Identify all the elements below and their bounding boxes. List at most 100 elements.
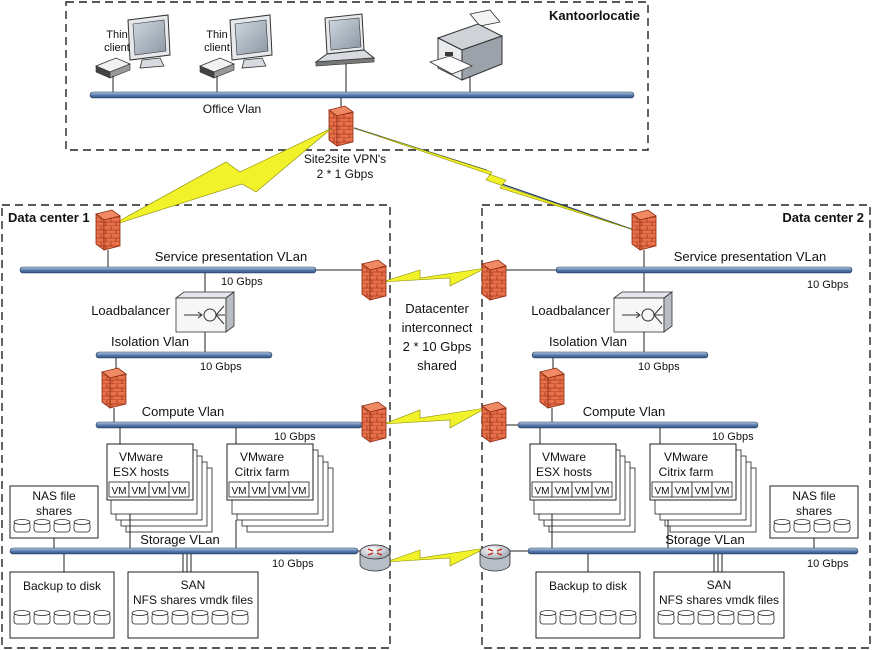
datacenter-1: Service presentation VLan 10 Gbps Loadba…: [9, 209, 391, 639]
dc1-esx-hosts: VMware ESX hosts VM VM VM VM: [106, 428, 213, 548]
dc1-edge-firewall-icon: [95, 209, 121, 251]
dc1-interconnect-firewall-icon: [361, 259, 387, 301]
interconnect-line3: 2 * 10 Gbps: [403, 339, 472, 354]
office-vlan-bar: [89, 91, 635, 99]
vpn-label-line1: Site2site VPN's: [304, 152, 386, 166]
interconnect-line1: Datacenter: [405, 301, 469, 316]
dc2-storage-vlan-speed: 10 Gbps: [807, 558, 849, 570]
dc2-esx-hosts: VMware ESX hosts VM VM VM VM: [529, 428, 636, 548]
datacenter-2: Service presentation VLan 10 Gbps Loadba…: [479, 209, 859, 639]
office-firewall-icon: [328, 105, 354, 147]
vm-label: VM: [535, 486, 550, 497]
dc2-san: SAN NFS shares vmdk files: [653, 554, 785, 639]
office-boundary: [65, 1, 649, 151]
laptop-icon: [314, 13, 376, 67]
dc1-esx-label-1: VMware: [119, 450, 163, 464]
dc1-compute-vlan-label: Compute Vlan: [142, 404, 224, 419]
dc2-citrix-label-1: VMware: [664, 450, 708, 464]
dc1-esx-vm-row: VM VM VM VM: [108, 481, 190, 498]
dc1-storage-vlan-speed: 10 Gbps: [272, 558, 314, 570]
disk-icons: [13, 519, 91, 533]
dc1-nas: NAS file shares: [9, 485, 99, 548]
office-title: Kantoorlocatie: [549, 8, 640, 23]
dc2-backup-label: Backup to disk: [549, 579, 628, 593]
dc1-backup: Backup to disk: [9, 554, 115, 639]
vm-label: VM: [172, 486, 187, 497]
dc1-internal-firewall-icon: [101, 367, 127, 409]
interconnect-line4: shared: [417, 358, 457, 373]
dc2-backup: Backup to disk: [535, 554, 641, 639]
dc2-interconnect-firewall-icon: [481, 259, 507, 301]
dc1-interconnect-firewall-2-icon: [361, 401, 387, 443]
vm-label: VM: [695, 486, 710, 497]
dc2-storage-vlan-label: Storage VLan: [665, 532, 745, 547]
dc1-san-label-1: SAN: [181, 578, 206, 592]
vm-label: VM: [292, 486, 307, 497]
vm-label: VM: [252, 486, 267, 497]
interconnect-line2: interconnect: [402, 320, 473, 335]
office-vlan-label: Office Vlan: [203, 102, 261, 116]
dc1-loadbalancer-icon: [174, 291, 236, 333]
vm-label: VM: [232, 486, 247, 497]
dc2-san-label-2: NFS shares vmdk files: [659, 593, 779, 607]
dc2-nas-label-2: shares: [796, 504, 832, 518]
dc2-storage-vlan-bar: [527, 547, 859, 555]
vm-label: VM: [555, 486, 570, 497]
dc1-citrix-label-1: VMware: [240, 450, 284, 464]
dc1-title: Data center 1: [8, 210, 90, 225]
disk-icons: [131, 610, 249, 625]
dc1-backup-label: Backup to disk: [23, 579, 102, 593]
vm-label: VM: [272, 486, 287, 497]
dc1-isolation-vlan-speed: 10 Gbps: [200, 361, 242, 373]
dc1-router-icon: [359, 544, 391, 572]
dc2-nas-label-1: NAS file: [792, 489, 836, 503]
dc2-edge-firewall-icon: [631, 209, 657, 251]
dc1-storage-vlan-label: Storage VLan: [140, 532, 220, 547]
vm-label: VM: [575, 486, 590, 497]
dc1-citrix-farm: VMware Citrix farm VM VM VM VM: [226, 428, 334, 548]
vpn-link-dc1: [107, 127, 333, 229]
dc1-service-vlan-label: Service presentation VLan: [155, 249, 307, 264]
dc2-internal-firewall-icon: [539, 367, 565, 409]
dc2-nas: NAS file shares: [769, 485, 859, 548]
dc1-san-label-2: NFS shares vmdk files: [133, 593, 253, 607]
dc2-loadbalancer-icon: [612, 291, 674, 333]
vm-label: VM: [675, 486, 690, 497]
dc2-isolation-vlan-speed: 10 Gbps: [638, 361, 680, 373]
disk-icons: [539, 610, 637, 625]
dc1-san: SAN NFS shares vmdk files: [127, 554, 259, 639]
office-drops: [112, 64, 471, 92]
dc2-loadbalancer-label: Loadbalancer: [531, 303, 610, 318]
dc1-citrix-vm-row: VM VM VM VM: [228, 481, 310, 498]
vpn-label-line2: 2 * 1 Gbps: [317, 167, 374, 181]
dc2-esx-label-2: ESX hosts: [536, 465, 592, 479]
disk-icons: [13, 610, 111, 625]
dc1-compute-vlan-speed: 10 Gbps: [274, 431, 316, 443]
dc2-citrix-vm-row: VM VM VM VM: [651, 481, 733, 498]
dc2-service-vlan-label: Service presentation VLan: [674, 249, 826, 264]
dc2-compute-vlan-speed: 10 Gbps: [712, 431, 754, 443]
dc1-esx-label-2: ESX hosts: [113, 465, 169, 479]
dc2-interconnect-firewall-2-icon: [481, 401, 507, 443]
monitor-icon: [229, 14, 273, 69]
dc2-service-vlan-speed: 10 Gbps: [807, 279, 849, 291]
dc1-isolation-vlan-bar: [95, 351, 273, 359]
vm-label: VM: [715, 486, 730, 497]
dc1-isolation-vlan-label: Isolation Vlan: [111, 334, 189, 349]
dc1-service-vlan-bar: [19, 266, 317, 274]
dc2-title: Data center 2: [782, 210, 864, 225]
dc2-compute-vlan-label: Compute Vlan: [583, 404, 665, 419]
vm-label: VM: [112, 486, 127, 497]
dc1-citrix-label-2: Citrix farm: [235, 465, 290, 479]
vpn-link-dc2: [353, 127, 641, 233]
printer-icon: [428, 9, 504, 81]
monitor-icon: [127, 14, 171, 69]
dc1-loadbalancer-label: Loadbalancer: [91, 303, 170, 318]
dc1-storage-vlan-bar: [9, 547, 359, 555]
dc1-nas-label-1: NAS file: [32, 489, 76, 503]
dc2-isolation-vlan-label: Isolation Vlan: [549, 334, 627, 349]
